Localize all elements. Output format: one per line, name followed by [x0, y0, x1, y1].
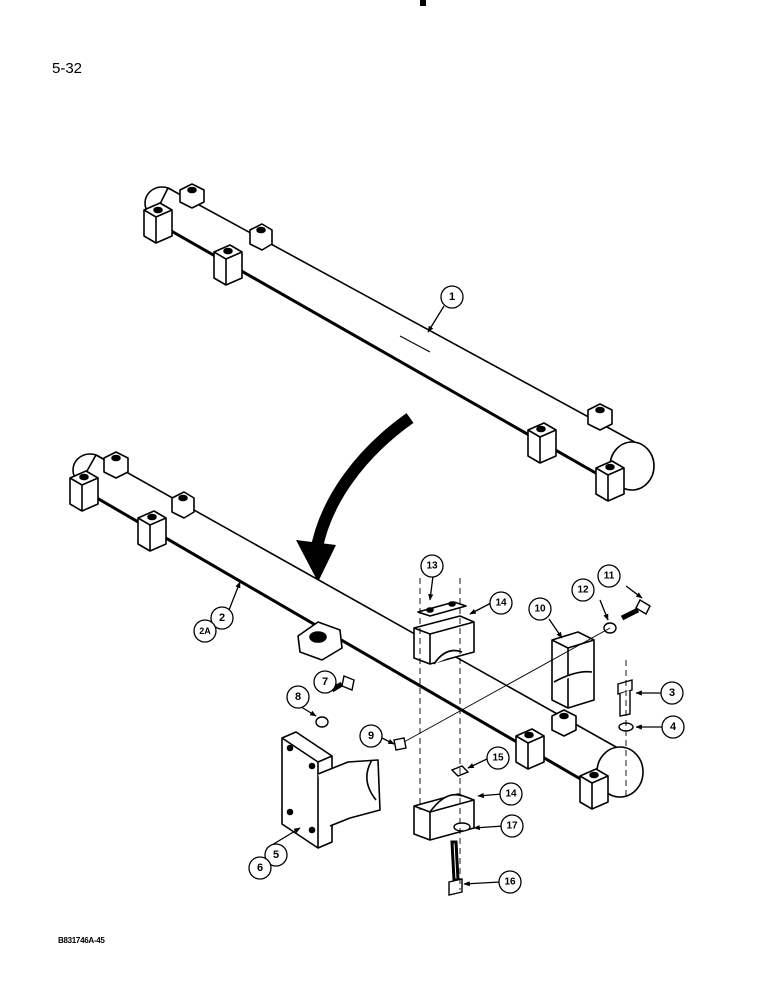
callout-15 — [486, 746, 510, 770]
callouts — [193, 285, 685, 894]
callout-2-label: 2 — [219, 612, 225, 624]
callout-1-label: 1 — [449, 291, 455, 303]
callout-9-label: 9 — [368, 730, 374, 742]
drawing-code: B831746A-45 — [58, 936, 105, 945]
callout-16 — [498, 870, 522, 894]
callout-2a-label: 2A — [199, 626, 211, 636]
callout-6 — [248, 856, 272, 880]
callout-12-label: 12 — [577, 585, 589, 596]
callout-4 — [661, 715, 685, 739]
callout-10-label: 10 — [534, 604, 546, 615]
callout-8 — [286, 685, 310, 709]
lower-clamp — [413, 793, 475, 841]
upper-clamp — [413, 601, 475, 665]
callout-labels: 1 2 2A 3 4 5 6 7 8 9 10 11 12 13 14 15 1… — [199, 291, 677, 888]
callout-8-label: 8 — [295, 691, 301, 703]
callout-13-label: 13 — [426, 561, 438, 572]
callout-11-label: 11 — [604, 571, 615, 582]
callout-13 — [420, 554, 444, 578]
callout-6-label: 6 — [257, 862, 263, 874]
callout-15-label: 15 — [492, 753, 504, 764]
page-number: 5-32 — [52, 60, 83, 77]
callout-5 — [264, 843, 288, 867]
callout-16-label: 16 — [504, 877, 516, 888]
callout-17-label: 17 — [506, 821, 518, 832]
callout-3-label: 3 — [669, 687, 675, 699]
callout-12 — [571, 578, 595, 602]
side-clamp — [551, 631, 595, 709]
callout-11 — [597, 564, 621, 588]
mounting-plate — [281, 731, 381, 849]
callout-4-label: 4 — [670, 721, 677, 733]
callout-1 — [440, 285, 464, 309]
callout-5-label: 5 — [273, 849, 279, 861]
callout-2 — [210, 606, 234, 630]
assembly-arrow — [296, 413, 414, 582]
callout-7 — [313, 670, 337, 694]
callout-9 — [359, 724, 383, 748]
callout-2a — [193, 619, 217, 643]
alignment-lines — [403, 578, 627, 890]
callout-17 — [500, 814, 524, 838]
callout-3 — [660, 681, 684, 705]
callout-14-upper-label: 14 — [495, 598, 507, 609]
callout-7-label: 7 — [322, 676, 328, 688]
callout-14-upper — [489, 591, 513, 615]
lower-tube-assembly — [69, 451, 644, 810]
scan-mark — [420, 0, 426, 6]
callout-10 — [528, 597, 552, 621]
upper-tube-assembly — [143, 183, 655, 502]
callout-14-lower-label: 14 — [505, 789, 517, 800]
callout-14-lower — [499, 782, 523, 806]
